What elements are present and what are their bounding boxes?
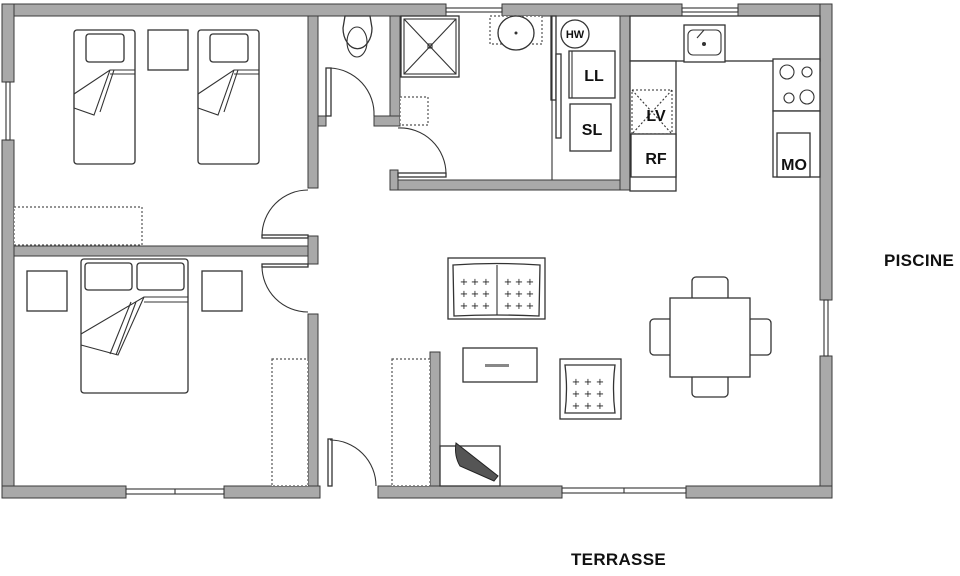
svg-text:+: +	[482, 277, 490, 288]
sink-kitchen	[683, 24, 726, 63]
svg-text:+: +	[504, 277, 512, 288]
svg-text:+: +	[482, 301, 490, 312]
svg-text:+: +	[596, 401, 604, 412]
nightstand	[26, 270, 68, 312]
svg-text:+: +	[584, 401, 592, 412]
sofa: +++ +++ +++ +++ +++ +++	[447, 257, 546, 320]
svg-text:MO: MO	[781, 157, 807, 174]
wardrobe	[13, 206, 143, 246]
cabinet	[399, 96, 429, 126]
shower	[400, 15, 460, 78]
svg-text:+: +	[515, 289, 523, 300]
svg-text:+: +	[504, 301, 512, 312]
living-room: +++ +++ +++ +++ +++ +++ +++ +++ +++	[327, 257, 772, 487]
sink-bathroom	[489, 15, 543, 51]
nightstand	[147, 29, 189, 71]
svg-text:+: +	[460, 289, 468, 300]
svg-text:+: +	[596, 377, 604, 388]
tv-unit	[439, 442, 501, 487]
svg-text:SL: SL	[582, 122, 603, 139]
armchair: +++ +++ +++	[559, 358, 622, 420]
water-heater: HW	[560, 19, 590, 49]
dining-set	[649, 276, 772, 398]
dryer: SL	[569, 103, 612, 152]
wc	[342, 15, 373, 58]
door-toilet[interactable]	[325, 67, 375, 117]
svg-text:+: +	[526, 301, 534, 312]
single-bed-right	[197, 29, 260, 165]
svg-text:RF: RF	[645, 151, 667, 168]
svg-text:LV: LV	[646, 108, 666, 125]
toilet	[325, 15, 375, 117]
dishwasher: LV	[631, 89, 673, 135]
coffee-table	[462, 347, 538, 383]
svg-text:+: +	[460, 277, 468, 288]
kitchen: LV RF MO	[629, 15, 821, 192]
svg-text:+: +	[584, 389, 592, 400]
bedroom-2	[26, 258, 309, 487]
door-bedroom-2[interactable]	[261, 263, 309, 313]
svg-text:+: +	[482, 289, 490, 300]
svg-text:+: +	[526, 277, 534, 288]
svg-text:+: +	[515, 277, 523, 288]
svg-text:+: +	[515, 301, 523, 312]
door-entrance[interactable]	[327, 438, 377, 487]
nightstand	[201, 270, 243, 312]
single-bed-left	[73, 29, 136, 165]
bathroom: HW LL SL	[397, 15, 616, 180]
label-piscine: PISCINE	[884, 251, 955, 270]
double-bed	[80, 258, 189, 394]
door-bathroom[interactable]	[397, 127, 447, 178]
door-bedroom-1[interactable]	[261, 189, 309, 239]
svg-text:+: +	[572, 389, 580, 400]
svg-text:+: +	[572, 401, 580, 412]
svg-text:+: +	[584, 377, 592, 388]
outer-walls	[1, 3, 833, 499]
svg-text:+: +	[460, 301, 468, 312]
wardrobe-entrance	[391, 358, 431, 487]
windows	[5, 7, 829, 495]
svg-text:+: +	[572, 377, 580, 388]
microwave: MO	[776, 132, 811, 178]
washing-machine: LL	[568, 50, 616, 99]
svg-text:+: +	[526, 289, 534, 300]
wardrobe	[271, 358, 309, 487]
svg-text:+: +	[596, 389, 604, 400]
svg-text:+: +	[471, 301, 479, 312]
svg-text:+: +	[471, 277, 479, 288]
svg-text:HW: HW	[566, 29, 585, 41]
svg-text:+: +	[504, 289, 512, 300]
fridge: RF	[630, 133, 677, 178]
svg-text:+: +	[471, 289, 479, 300]
cooktop	[772, 58, 821, 112]
label-terrasse: TERRASSE	[571, 550, 666, 569]
bedroom-1	[13, 29, 309, 246]
svg-text:LL: LL	[584, 68, 604, 85]
